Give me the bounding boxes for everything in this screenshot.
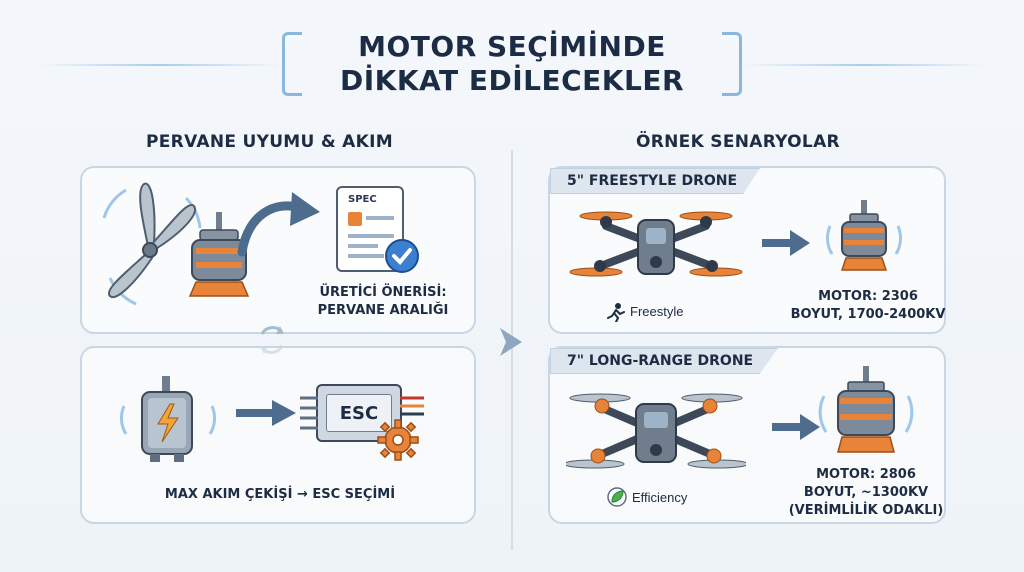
long-range-mode-label: Efficiency (632, 490, 688, 505)
motor-current-icon (119, 376, 217, 462)
motor-2306-line-1: MOTOR: 2306 (818, 289, 918, 304)
spec-line (348, 254, 384, 258)
center-arrow-icon (500, 328, 522, 356)
spec-orange-square (348, 212, 362, 226)
propeller-motor-icon (102, 182, 250, 306)
check-badge-icon (385, 239, 419, 273)
long-range-tag: 7" LONG-RANGE DRONE (550, 348, 778, 374)
freestyle-person-icon (607, 303, 625, 322)
freestyle-tag: 5" FREESTYLE DRONE (550, 168, 760, 194)
freestyle-mode-label: Freestyle (630, 304, 684, 319)
motor-2806-line-2: BOYUT, ~1300KV (803, 485, 929, 500)
motor-2306-caption: MOTOR: 2306 BOYUT, 1700-2400KV (790, 288, 946, 324)
leaf-icon (607, 487, 627, 507)
gear-icon (377, 419, 419, 461)
esc-caption: MAX AKIM ÇEKİŞİ → ESC SEÇİMİ (164, 487, 396, 502)
spec-label: SPEC (348, 194, 377, 205)
esc-wires-left (300, 396, 318, 430)
spec-line (348, 244, 378, 248)
title-line-1: MOTOR SEÇİMİNDE (358, 30, 666, 63)
motor-2806-line-3: (VERİMLİLİK ODAKLI) (788, 503, 944, 518)
title-banner: MOTOR SEÇİMİNDE DİKKAT EDİLECEKLER (290, 26, 734, 102)
center-divider (511, 150, 513, 550)
long-range-arrow-icon (772, 414, 820, 440)
esc-label: ESC (326, 394, 392, 432)
freestyle-drone-icon (569, 211, 743, 277)
right-section-heading: ÖRNEK SENARYOLAR (636, 132, 840, 152)
arrow-right-icon (236, 400, 296, 426)
manufacturer-caption-line-2: PERVANE ARALIĞI (317, 303, 449, 318)
esc-wires-right (400, 396, 424, 416)
title-line-2: DİKKAT EDİLECEKLER (339, 64, 685, 97)
motor-2806-line-1: MOTOR: 2806 (816, 467, 916, 482)
spec-line (366, 216, 394, 220)
motor-2806-caption: MOTOR: 2806 BOYUT, ~1300KV (VERİMLİLİK O… (786, 466, 946, 520)
motor-2306-line-2: BOYUT, 1700-2400KV (790, 307, 946, 322)
title-bracket-right (722, 32, 742, 96)
manufacturer-caption-line-1: ÜRETİCİ ÖNERİSİ: (319, 285, 447, 300)
long-range-drone-icon (566, 393, 746, 469)
manufacturer-caption: ÜRETİCİ ÖNERİSİ: PERVANE ARALIĞI (298, 284, 468, 320)
title-glow-left (40, 64, 280, 66)
curved-arrow-icon (237, 192, 320, 257)
spec-line (348, 234, 394, 238)
freestyle-arrow-icon (762, 230, 810, 256)
title-glow-right (744, 64, 984, 66)
motor-2306-icon (825, 200, 903, 271)
left-section-heading: PERVANE UYUMU & AKIM (146, 132, 393, 152)
motor-2806-icon (818, 366, 914, 453)
title-bracket-left (282, 32, 302, 96)
